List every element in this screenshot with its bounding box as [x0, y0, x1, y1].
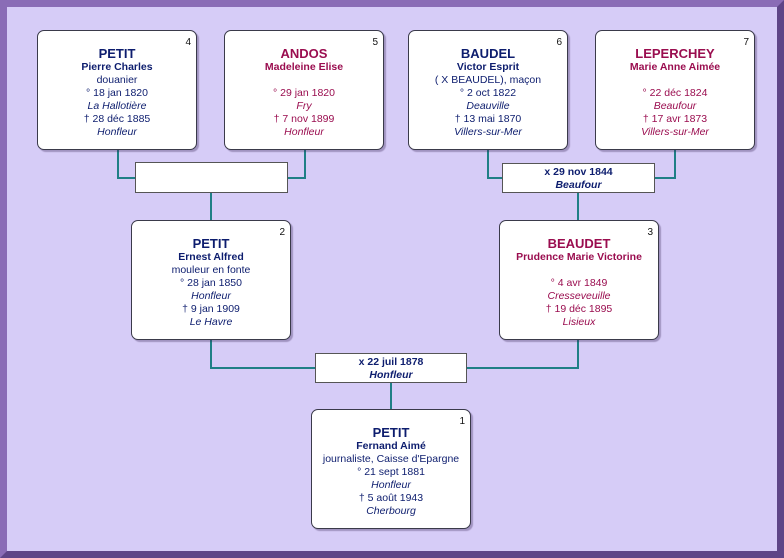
- death-date: † 7 nov 1899: [273, 113, 335, 125]
- birth-place: Deauville: [466, 100, 510, 112]
- death-place: Cherbourg: [366, 505, 416, 517]
- marriage-box-2-3: x 22 juil 1878 Honfleur: [315, 353, 467, 383]
- birth-date: ° 4 avr 1849: [550, 277, 608, 289]
- occupation: ( X BEAUDEL), maçon: [434, 74, 542, 86]
- birth-date: ° 2 oct 1822: [459, 87, 517, 99]
- death-date: † 9 jan 1909: [182, 303, 240, 315]
- occupation: [500, 264, 658, 277]
- birth-place: Beaufour: [653, 100, 697, 112]
- death-place: Villers-sur-Mer: [454, 126, 522, 138]
- death-place: Honfleur: [97, 126, 137, 138]
- marriage-box-6-7: x 29 nov 1844 Beaufour: [502, 163, 655, 193]
- sosa-number: 7: [743, 37, 749, 48]
- connector-p3: [466, 340, 579, 369]
- birth-place: Honfleur: [371, 479, 411, 491]
- death-date: † 13 mai 1870: [454, 113, 522, 125]
- person-card-6[interactable]: 6 BAUDEL Victor Esprit ( X BEAUDEL), maç…: [408, 30, 568, 150]
- death-date: † 17 avr 1873: [642, 113, 708, 125]
- death-place: Lisieux: [562, 316, 596, 328]
- birth-date: ° 18 jan 1820: [85, 87, 148, 99]
- person-card-7[interactable]: 7 LEPERCHEY Marie Anne Aimée ° 22 déc 18…: [595, 30, 755, 150]
- sosa-number: 5: [372, 37, 378, 48]
- birth-date: ° 22 déc 1824: [642, 87, 708, 99]
- death-date: † 5 août 1943: [358, 492, 424, 504]
- marriage-place: Honfleur: [369, 369, 413, 381]
- connector-p2: [210, 340, 316, 369]
- surname: BAUDEL: [460, 46, 516, 61]
- sosa-number: 4: [185, 37, 191, 48]
- marriage-box-4-5: [135, 162, 288, 193]
- death-place: Le Havre: [189, 316, 233, 328]
- given-names: Marie Anne Aimée: [629, 61, 721, 73]
- person-card-3[interactable]: 3 BEAUDET Prudence Marie Victorine ° 4 a…: [499, 220, 659, 340]
- occupation: [596, 74, 754, 87]
- sosa-number: 3: [647, 227, 653, 238]
- surname: BEAUDET: [547, 236, 611, 251]
- marriage-date: x 22 juil 1878: [358, 356, 424, 368]
- person-card-5[interactable]: 5 ANDOS Madeleine Elise ° 29 jan 1820 Fr…: [224, 30, 384, 150]
- surname: PETIT: [372, 425, 410, 440]
- birth-date: ° 21 sept 1881: [357, 466, 425, 478]
- birth-place: La Hallotière: [87, 100, 147, 112]
- occupation: [225, 74, 383, 87]
- person-card-4[interactable]: 4 PETIT Pierre Charles douanier ° 18 jan…: [37, 30, 197, 150]
- marriage-place: Beaufour: [555, 179, 602, 191]
- sosa-number: 1: [459, 416, 465, 427]
- birth-place: Fry: [296, 100, 312, 112]
- birth-date: ° 29 jan 1820: [272, 87, 335, 99]
- birth-place: Cresseveuille: [547, 290, 611, 302]
- sosa-number: 6: [556, 37, 562, 48]
- surname: LEPERCHEY: [635, 46, 715, 61]
- occupation: mouleur en fonte: [171, 264, 251, 276]
- given-names: Madeleine Elise: [264, 61, 344, 73]
- given-names: Pierre Charles: [81, 61, 153, 73]
- occupation: douanier: [96, 74, 138, 86]
- birth-place: Honfleur: [191, 290, 231, 302]
- birth-date: ° 28 jan 1850: [179, 277, 242, 289]
- death-date: † 28 déc 1885: [83, 113, 151, 125]
- given-names: Fernand Aimé: [356, 440, 426, 452]
- connector-p5: [287, 150, 306, 179]
- given-names: Ernest Alfred: [178, 251, 244, 263]
- occupation: journaliste, Caisse d'Epargne: [322, 453, 460, 465]
- sosa-number: 2: [279, 227, 285, 238]
- surname: PETIT: [192, 236, 230, 251]
- connector-p6: [487, 150, 503, 179]
- marriage-date: x 29 nov 1844: [544, 166, 613, 178]
- given-names: Prudence Marie Victorine: [516, 251, 642, 263]
- person-card-2[interactable]: 2 PETIT Ernest Alfred mouleur en fonte °…: [131, 220, 291, 340]
- death-place: Villers-sur-Mer: [641, 126, 709, 138]
- person-card-1[interactable]: 1 PETIT Fernand Aimé journaliste, Caisse…: [311, 409, 471, 529]
- connector-p4: [117, 150, 136, 179]
- death-date: † 19 déc 1895: [545, 303, 613, 315]
- given-names: Victor Esprit: [456, 61, 520, 73]
- connector-p7: [654, 150, 676, 179]
- surname: PETIT: [98, 46, 136, 61]
- death-place: Honfleur: [284, 126, 324, 138]
- surname: ANDOS: [280, 46, 328, 61]
